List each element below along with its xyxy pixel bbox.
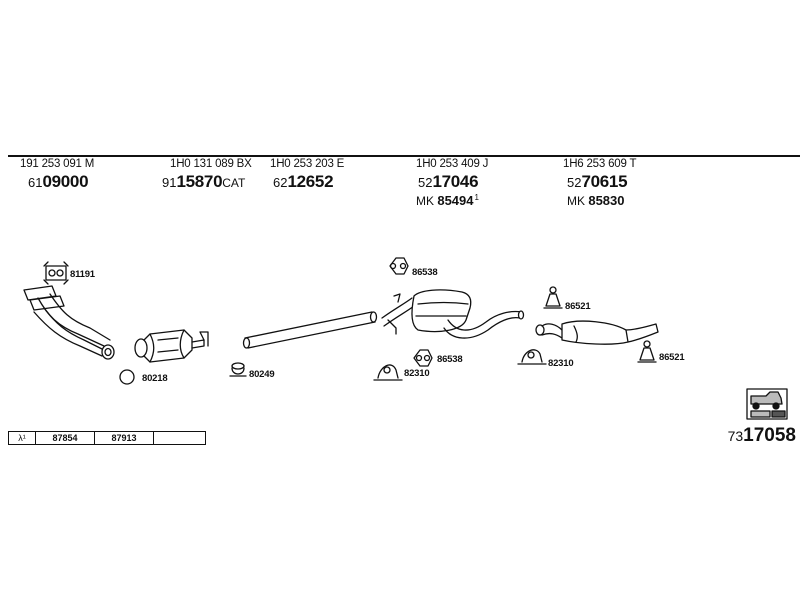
fitting-label: 86538 bbox=[437, 354, 463, 365]
part-suffix: CAT bbox=[222, 176, 246, 190]
part-main: 70615 bbox=[581, 172, 628, 191]
oe-number-1: 191 253 091 M bbox=[20, 158, 95, 170]
part-main: 09000 bbox=[42, 172, 89, 191]
catalog-number: 7317058 bbox=[728, 425, 796, 447]
ring-icon[interactable] bbox=[119, 369, 135, 385]
part-prefix: 62 bbox=[273, 175, 288, 190]
fitting-label: 82310 bbox=[404, 368, 430, 379]
part-prefix: 52 bbox=[418, 175, 433, 190]
rear-silencer[interactable] bbox=[535, 320, 659, 345]
gasket-icon[interactable] bbox=[43, 261, 69, 285]
lambda-item[interactable]: 87913 bbox=[95, 432, 154, 444]
part-prefix: 52 bbox=[567, 175, 582, 190]
middle-silencer[interactable] bbox=[381, 289, 525, 339]
hanger-icon[interactable] bbox=[543, 286, 563, 309]
middle-pipe[interactable] bbox=[242, 311, 378, 349]
hanger-icon[interactable] bbox=[637, 340, 657, 363]
oe-number-4: 1H0 253 409 J bbox=[416, 158, 489, 170]
fitting-label: 86521 bbox=[565, 301, 591, 312]
car-info-icon[interactable] bbox=[746, 388, 788, 420]
rubber-mount-icon[interactable] bbox=[389, 257, 409, 275]
mk-footnote: 1 bbox=[474, 193, 479, 202]
front-pipe[interactable] bbox=[23, 285, 115, 360]
catalog-prefix: 73 bbox=[727, 428, 744, 444]
clamp-icon[interactable] bbox=[229, 362, 247, 377]
oe-number-3: 1H0 253 203 E bbox=[270, 158, 345, 170]
header-rule bbox=[8, 155, 800, 157]
lambda-sensor-row: λ¹ 87854 87913 bbox=[8, 431, 206, 445]
clamp-icon[interactable] bbox=[373, 364, 403, 381]
fitting-label: 80249 bbox=[249, 369, 275, 380]
part-number-2[interactable]: 9115870CAT bbox=[162, 172, 245, 192]
part-number-5[interactable]: 5270615 bbox=[567, 172, 628, 192]
part-number-4[interactable]: 5217046 bbox=[418, 172, 479, 192]
fitting-label: 86521 bbox=[659, 352, 685, 363]
part-number-1[interactable]: 6109000 bbox=[28, 172, 89, 192]
mk-value: 85830 bbox=[588, 193, 625, 208]
fitting-label: 81191 bbox=[70, 269, 95, 280]
lambda-item[interactable]: 87854 bbox=[36, 432, 95, 444]
part-main: 17046 bbox=[432, 172, 479, 191]
lambda-symbol: λ¹ bbox=[9, 432, 36, 444]
fitting-label: 86538 bbox=[412, 267, 438, 278]
mk-number-5: MK 85830 bbox=[567, 193, 625, 208]
mk-number-4: MK 854941 bbox=[416, 193, 479, 208]
mk-label: MK bbox=[567, 194, 585, 208]
part-prefix: 91 bbox=[162, 175, 177, 190]
part-prefix: 61 bbox=[28, 175, 43, 190]
part-number-3[interactable]: 6212652 bbox=[273, 172, 334, 192]
part-main: 12652 bbox=[287, 172, 334, 191]
clamp-icon[interactable] bbox=[517, 349, 547, 365]
mk-value: 85494 bbox=[437, 193, 474, 208]
fitting-label: 82310 bbox=[548, 358, 574, 369]
mk-label: MK bbox=[416, 194, 434, 208]
oe-number-5: 1H6 253 609 T bbox=[563, 158, 637, 170]
fitting-label: 80218 bbox=[142, 373, 168, 384]
part-main: 15870 bbox=[176, 172, 223, 191]
catalog-main: 17058 bbox=[743, 425, 796, 446]
rubber-mount-icon[interactable] bbox=[413, 349, 433, 367]
catalytic-converter[interactable] bbox=[134, 329, 209, 363]
oe-number-2: 1H0 131 089 BX bbox=[170, 158, 252, 170]
